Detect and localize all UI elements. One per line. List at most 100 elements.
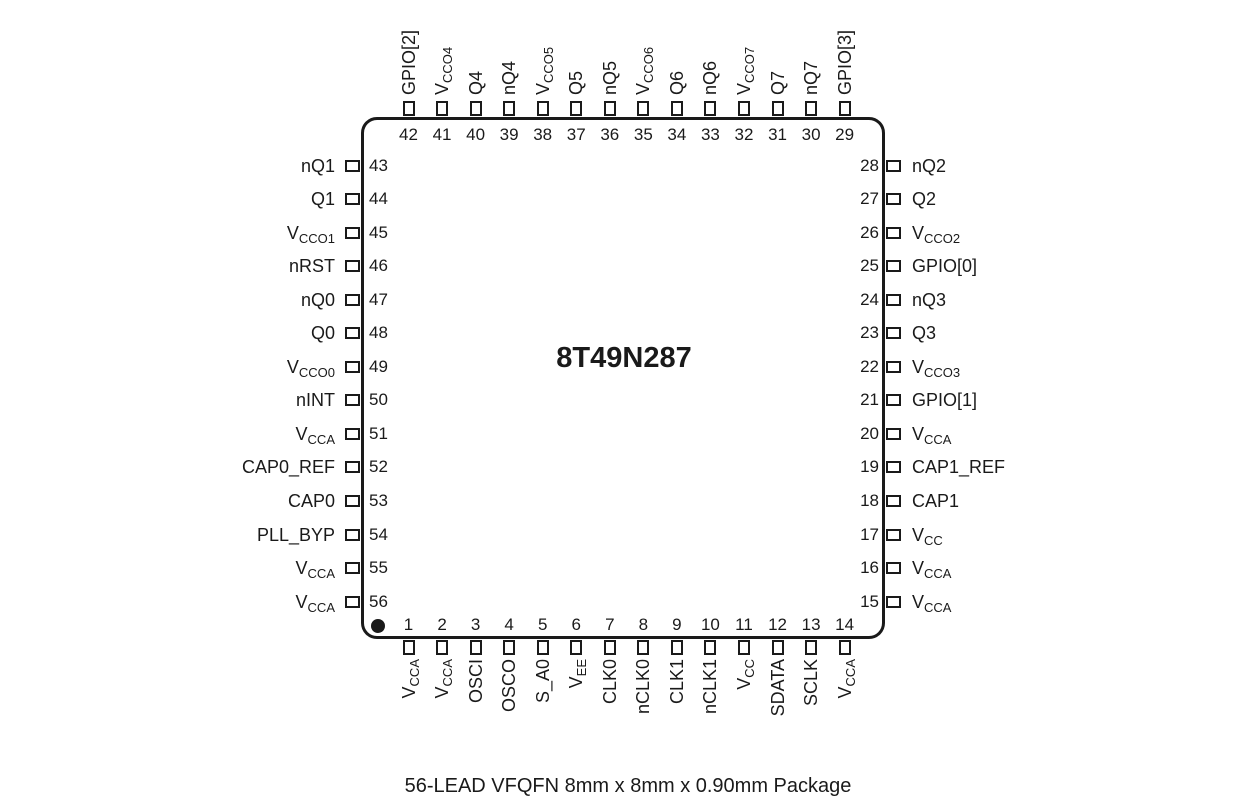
pin-label: Q7 — [767, 70, 788, 95]
pin-pad — [345, 461, 360, 474]
pin-label: nCLK0 — [633, 659, 654, 715]
pin-pad — [886, 293, 901, 306]
pin-pad — [886, 562, 901, 575]
pin-label: VCCA — [295, 423, 335, 447]
pin-number: 27 — [860, 189, 879, 209]
pin-pad — [603, 640, 616, 655]
pin-label: GPIO[0] — [912, 256, 978, 277]
pin-label: CAP1_REF — [912, 457, 1006, 478]
part-number: 8T49N287 — [556, 342, 692, 374]
pin-label: VCCA — [834, 659, 858, 699]
pin-label: VCCO0 — [286, 356, 335, 380]
pin-label: VCCA — [912, 558, 952, 582]
pin-number: 56 — [369, 591, 388, 611]
pin-pad — [805, 101, 818, 116]
pin-label: OSCO — [499, 659, 520, 713]
pin-label: nQ1 — [300, 155, 335, 176]
pin-number: 20 — [860, 423, 879, 443]
pin-number: 15 — [860, 591, 879, 611]
pin-label: nINT — [295, 390, 335, 411]
pin-pad — [771, 101, 784, 116]
pin-label: GPIO[3] — [834, 29, 855, 95]
pin-pad — [886, 327, 901, 340]
pin-label: CLK1 — [666, 659, 687, 705]
pin-number: 28 — [860, 155, 879, 175]
pin-pad — [345, 193, 360, 206]
pin-number: 29 — [835, 125, 855, 144]
pin-label: nQ7 — [801, 60, 822, 95]
pin-label: VCCA — [295, 591, 335, 615]
pin-pad — [345, 394, 360, 407]
pin-pad — [886, 495, 901, 507]
pin-label: nQ3 — [912, 289, 947, 310]
pin-number: 13 — [801, 615, 821, 634]
pin-number: 30 — [801, 125, 821, 144]
pin-label: VCCO6 — [633, 46, 657, 95]
chip-package-outline — [361, 117, 885, 639]
pin-label: nQ5 — [599, 60, 620, 95]
pin-pad — [402, 640, 415, 655]
pin-label: Q0 — [310, 323, 335, 344]
pin-number: 52 — [369, 457, 388, 477]
pin-label: nQ2 — [912, 155, 947, 176]
pin-number: 45 — [369, 222, 388, 242]
pin-label: VCCA — [398, 659, 422, 699]
pin-pad — [345, 427, 360, 440]
pin-number: 22 — [860, 356, 879, 376]
pin-number: 6 — [571, 615, 581, 634]
pin-pad — [402, 101, 415, 116]
pin-label: VCCO5 — [532, 46, 556, 95]
pin-number: 35 — [633, 125, 653, 144]
pin-pad — [886, 226, 901, 239]
pin-number: 14 — [835, 615, 855, 634]
pin-number: 34 — [667, 125, 687, 144]
pin-number: 54 — [369, 524, 388, 544]
pin-number: 4 — [504, 615, 514, 634]
pin-label: nQ0 — [300, 289, 335, 310]
pin-label: Q2 — [912, 189, 937, 210]
pin-pad — [738, 640, 750, 655]
pin-number: 8 — [638, 615, 649, 634]
pin-pad — [345, 360, 360, 373]
pin-label: Q6 — [666, 70, 687, 95]
pin-pad — [345, 327, 360, 340]
pin-pad — [570, 640, 583, 655]
pin-pad — [345, 495, 360, 507]
pin-pad — [637, 101, 650, 116]
pin-pad — [886, 360, 901, 373]
pin-pad — [738, 101, 750, 116]
pin-number: 36 — [600, 125, 620, 144]
pin-number: 21 — [860, 390, 879, 410]
pin-label: Q4 — [465, 70, 486, 95]
pin-pad — [345, 260, 360, 273]
pin-number: 40 — [466, 125, 486, 144]
pin-pad — [670, 101, 683, 116]
pin-label: Q5 — [566, 70, 587, 95]
pin-number: 1 — [403, 615, 414, 634]
pin-label: VCCA — [295, 558, 335, 582]
pin-pad — [345, 293, 360, 306]
pin-label: nCLK1 — [700, 659, 721, 715]
pin-label: CAP0_REF — [241, 457, 335, 478]
pin-number: 9 — [672, 615, 682, 634]
pin-number: 55 — [369, 558, 388, 578]
pin-number: 47 — [369, 289, 388, 309]
pin-pad — [886, 461, 901, 474]
pin-label: CLK0 — [599, 659, 620, 705]
pin-label: VEE — [566, 659, 590, 689]
pin-pad — [345, 562, 360, 575]
pin-pad — [886, 159, 901, 172]
pin-number: 53 — [369, 491, 388, 510]
pin-pad — [838, 640, 851, 655]
pin-number: 42 — [399, 125, 418, 144]
pin-pad — [886, 427, 901, 440]
pin-number: 41 — [432, 125, 452, 144]
pin-label: SDATA — [767, 659, 788, 717]
pin-number: 38 — [533, 125, 553, 144]
pin-label: nRST — [288, 256, 335, 277]
pin-pad — [704, 101, 717, 116]
pin-label: VCCA — [912, 591, 952, 615]
pin-number: 18 — [860, 491, 879, 510]
pin-number: 17 — [860, 524, 879, 544]
pin-label: GPIO[1] — [912, 390, 978, 411]
